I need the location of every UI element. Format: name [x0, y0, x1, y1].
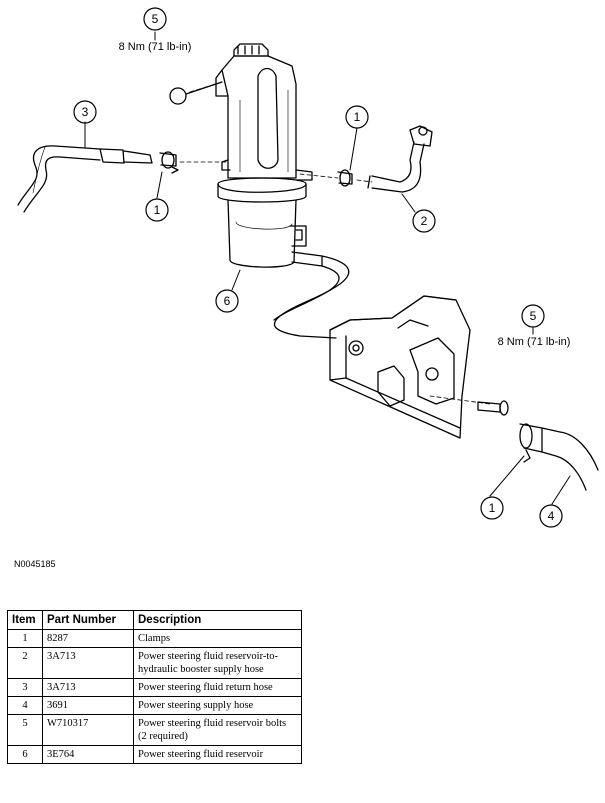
cell-description: Power steering fluid reservoir-to-hydrau… — [133, 647, 302, 679]
cell-item: 6 — [7, 745, 43, 764]
callout-1-upper-right: 1 — [354, 110, 361, 124]
cell-description: Power steering fluid return hose — [133, 678, 302, 697]
callout-1-left: 1 — [154, 203, 161, 217]
callout-5-right: 5 — [530, 309, 537, 323]
torque-label-right: 8 Nm (71 lb-in) — [498, 336, 571, 348]
return-hose-drawing — [17, 145, 153, 213]
table-row: 1 8287 Clamps — [7, 629, 302, 648]
torque-label-top: 8 Nm (71 lb-in) — [119, 41, 192, 53]
supply-hose-2-drawing — [367, 125, 433, 193]
clamp-right-drawing — [337, 169, 353, 187]
callout-2: 2 — [421, 214, 428, 228]
cell-item: 4 — [7, 696, 43, 715]
callout-5-top: 5 — [152, 12, 159, 26]
header-description: Description — [133, 610, 302, 630]
cell-description: Power steering fluid reservoir — [133, 745, 302, 764]
callout-3: 3 — [82, 105, 89, 119]
table-row: 2 3A713 Power steering fluid reservoir-t… — [7, 647, 302, 679]
cell-part-number: 3A713 — [42, 678, 134, 697]
bolt-top-drawing — [169, 81, 223, 105]
bracket-drawing — [329, 295, 471, 439]
cell-part-number: 3A713 — [42, 647, 134, 679]
exploded-view-illustration: 5 8 Nm (71 lb-in) 3 1 1 2 6 5 8 Nm (71 l… — [17, 7, 599, 528]
cell-description: Power steering fluid reservoir bolts (2 … — [133, 714, 302, 746]
cell-part-number: 8287 — [42, 629, 134, 648]
table-row: 5 W710317 Power steering fluid reservoir… — [7, 714, 302, 746]
bolt-right-drawing — [477, 400, 509, 416]
cell-item: 1 — [7, 629, 43, 648]
table-row: 4 3691 Power steering supply hose — [7, 696, 302, 715]
cell-part-number: 3691 — [42, 696, 134, 715]
figure-id: N0045185 — [14, 559, 56, 569]
supply-line-drawing — [273, 255, 350, 339]
cell-item: 5 — [7, 714, 43, 746]
parts-table: Item Part Number Description 1 8287 Clam… — [7, 610, 302, 764]
supply-hose-4-drawing — [519, 423, 599, 491]
header-part-number: Part Number — [42, 610, 134, 630]
table-row: 3 3A713 Power steering fluid return hose — [7, 678, 302, 697]
cell-part-number: 3E764 — [42, 745, 134, 764]
callout-4: 4 — [548, 509, 555, 523]
callout-1-bottom: 1 — [489, 501, 496, 515]
callout-6: 6 — [224, 294, 231, 308]
cell-description: Clamps — [133, 629, 302, 648]
cell-part-number: W710317 — [42, 714, 134, 746]
cell-description: Power steering supply hose — [133, 696, 302, 715]
reservoir-drawing — [215, 43, 323, 268]
cell-item: 2 — [7, 647, 43, 679]
table-row: 6 3E764 Power steering fluid reservoir — [7, 745, 302, 764]
clamp-left-drawing — [159, 151, 179, 174]
header-item: Item — [7, 610, 43, 630]
table-header-row: Item Part Number Description — [7, 610, 302, 630]
cell-item: 3 — [7, 678, 43, 697]
